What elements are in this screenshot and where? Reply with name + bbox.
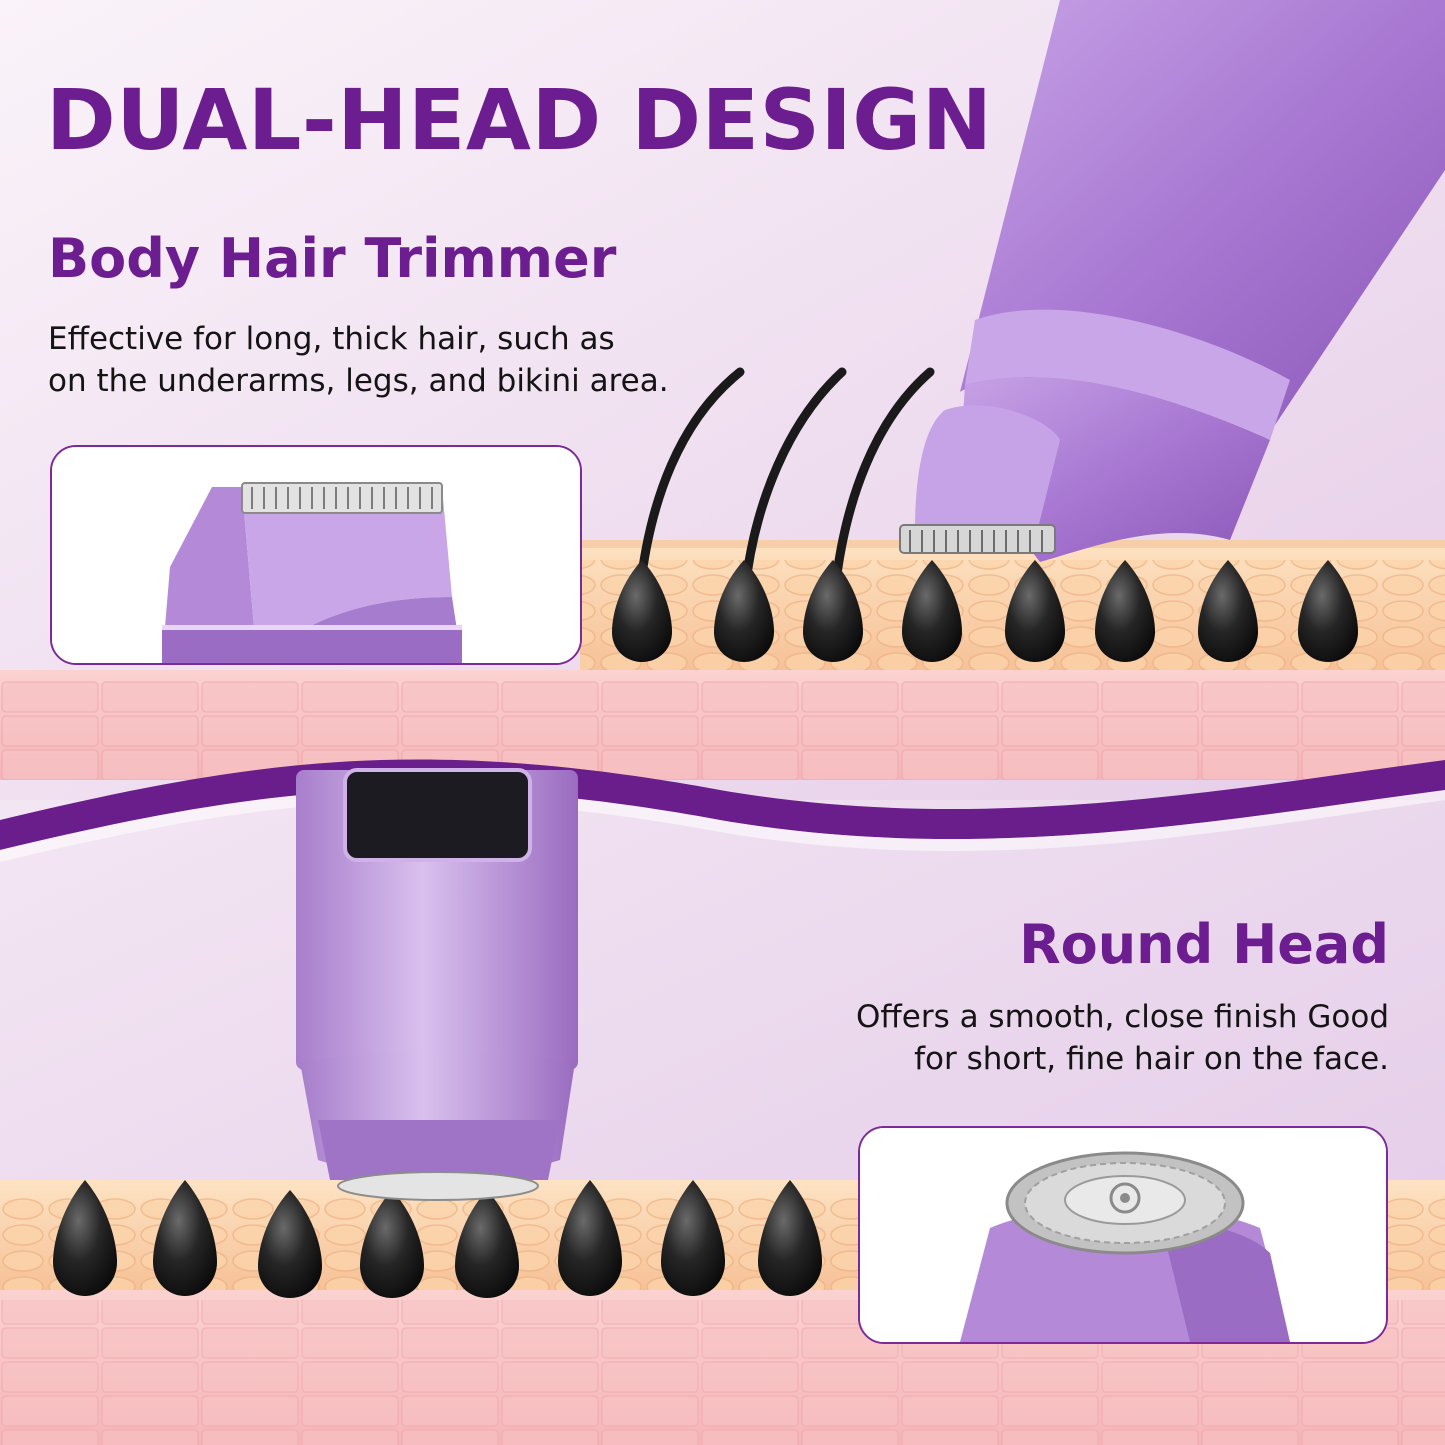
round-head-description: Offers a smooth, close finish Good for s…: [789, 996, 1389, 1080]
trimmer-head-closeup: [50, 445, 582, 665]
trimmer-head-image: [52, 447, 580, 663]
round-head-closeup: [858, 1126, 1388, 1344]
description-line: Offers a smooth, close finish Good: [856, 999, 1389, 1035]
body-hair-trimmer-heading: Body Hair Trimmer: [48, 227, 617, 290]
page-title: DUAL-HEAD DESIGN: [46, 71, 993, 169]
description-line: for short, fine hair on the face.: [914, 1041, 1389, 1077]
round-head-image: [860, 1128, 1386, 1342]
description-line: Effective for long, thick hair, such as: [48, 321, 615, 357]
description-line: on the underarms, legs, and bikini area.: [48, 363, 669, 399]
round-head-heading: Round Head: [1019, 913, 1389, 976]
body-hair-trimmer-description: Effective for long, thick hair, such as …: [48, 318, 728, 402]
